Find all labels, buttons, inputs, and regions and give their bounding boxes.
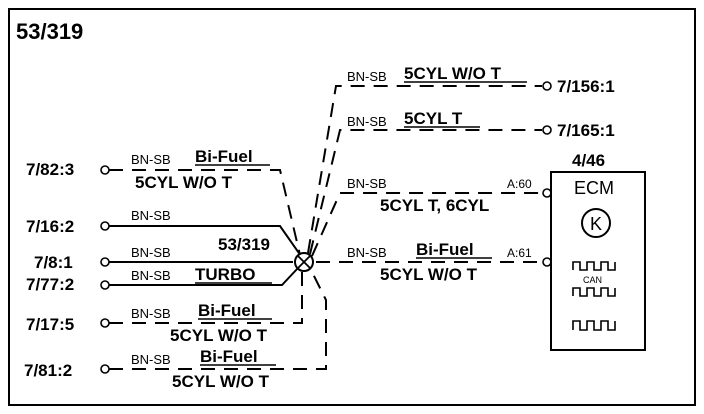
right-wire-1: 7/156:1 BN-SB 5CYL W/O T [307,64,615,254]
right-wire-2: 7/165:1 BN-SB 5CYL T [309,109,615,255]
left-pin-2-label: 7/16:2 [26,217,74,236]
right-pin-2-label: 7/165:1 [557,121,615,140]
right-wire-3-color: BN-SB [347,176,387,191]
left-wire-2-color: BN-SB [131,208,171,223]
left-wire-4-color: BN-SB [131,268,171,283]
right-pin-3-connector[interactable] [542,188,552,198]
right-wire-1-color: BN-SB [347,69,387,84]
ecm-name: ECM [574,178,614,198]
left-pin-1-connector[interactable] [100,165,110,175]
left-wire-1-line [109,169,301,256]
splice-node-label: 53/319 [218,235,270,254]
ecm-waveform-1-icon [572,261,616,271]
left-wire-2: 7/16:2 BN-SB [26,208,302,257]
left-wire-4: 7/77:2 BN-SB TURBO [26,265,299,294]
right-wire-1-label: 5CYL W/O T [404,64,502,83]
ecm-can-label: CAN [583,275,602,285]
right-wire-3-label: 5CYL T, 6CYL [380,196,489,215]
diagram-title: 53/319 [16,19,83,44]
left-wire-5-label-top: Bi-Fuel [198,301,256,320]
left-pin-3-connector[interactable] [100,257,110,267]
left-pin-5-label: 7/17:5 [26,315,74,334]
left-pin-6-connector[interactable] [100,364,110,374]
ecm-box [550,171,646,351]
right-wire-4: A:61 BN-SB Bi-Fuel 5CYL W/O T [316,240,552,284]
left-wire-1-label-bottom: 5CYL W/O T [135,173,233,192]
right-wire-2-color: BN-SB [347,114,387,129]
splice-node[interactable]: 53/319 [218,235,314,272]
left-pin-3-label: 7/8:1 [34,253,73,272]
left-wire-4-label: TURBO [195,265,255,284]
right-wire-2-label: 5CYL T [404,109,463,128]
splice-node-cross-2 [296,254,312,270]
right-wire-2-line [309,129,542,255]
left-wire-1: 7/82:3 BN-SB Bi-Fuel 5CYL W/O T [26,147,301,256]
ecm-ref-label: 4/46 [572,151,605,170]
left-wire-3: 7/8:1 BN-SB [34,245,293,272]
right-wire-3-terminal: A:60 [507,177,532,191]
ecm-k-symbol-icon [581,208,611,238]
right-pin-1-label: 7/156:1 [557,77,615,96]
ecm-k-symbol-text: K [590,214,602,234]
left-pin-4-connector[interactable] [100,280,110,290]
right-wire-1-line [307,85,542,254]
left-wire-4-line [109,267,299,286]
left-wire-6-label-top: Bi-Fuel [200,347,258,366]
left-pin-5-connector[interactable] [100,318,110,328]
right-wire-4-label-top: Bi-Fuel [416,240,474,259]
ecm-waveform-3-icon [572,320,616,331]
right-wire-4-label-bottom: 5CYL W/O T [380,265,478,284]
left-wire-6-color: BN-SB [131,352,171,367]
left-wire-6-label-bottom: 5CYL W/O T [172,372,270,391]
left-wire-5-line [109,272,303,324]
right-pin-4-connector[interactable] [542,257,552,267]
left-wire-5-label-bottom: 5CYL W/O T [170,326,268,345]
left-wire-3-color: BN-SB [131,245,171,260]
left-wire-5: 7/17:5 BN-SB Bi-Fuel 5CYL W/O T [26,272,303,345]
left-wire-2-line [109,225,302,257]
left-wire-6-line [109,271,327,370]
right-wire-3: A:60 BN-SB 5CYL T, 6CYL [311,176,552,257]
right-pin-2-connector[interactable] [542,125,552,135]
left-wire-1-label-top: Bi-Fuel [195,147,253,166]
left-wire-1-color: BN-SB [131,152,171,167]
left-wire-6: 7/81:2 BN-SB Bi-Fuel 5CYL W/O T [24,271,327,391]
ecm-waveform-2-icon [572,287,616,297]
left-pin-2-connector[interactable] [100,221,110,231]
right-pin-1-connector[interactable] [542,81,552,91]
right-wire-4-color: BN-SB [347,245,387,260]
right-wire-4-terminal: A:61 [507,246,532,260]
left-pin-4-label: 7/77:2 [26,275,74,294]
left-pin-6-label: 7/81:2 [24,361,72,380]
ecm-module[interactable]: 4/46 ECM K CAN [550,151,646,351]
left-pin-1-label: 7/82:3 [26,160,74,179]
left-wire-5-color: BN-SB [131,306,171,321]
